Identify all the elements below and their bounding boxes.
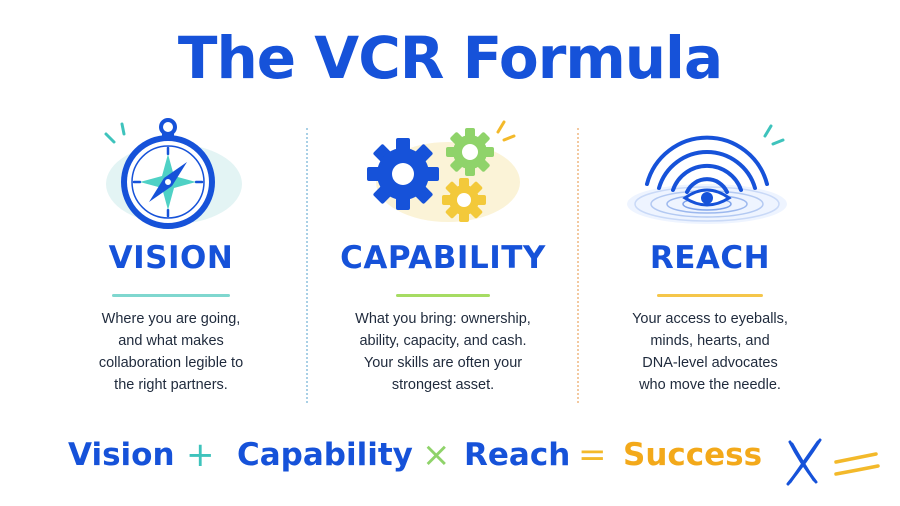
page-title: The VCR Formula: [177, 24, 723, 92]
times-equals-scribble-icon: [786, 438, 880, 486]
reach-line-3: DNA-level advocates: [642, 355, 778, 371]
signal-waves-icon: [585, 112, 835, 242]
capability-column: CAPABILITY What you bring: ownership, ab…: [318, 112, 568, 412]
reach-line-1: Your access to eyeballs,: [632, 311, 788, 327]
capability-line-1: What you bring: ownership,: [355, 311, 531, 327]
vision-underline: [112, 294, 230, 297]
reach-column: REACH Your access to eyeballs, minds, he…: [585, 112, 835, 412]
capability-heading: CAPABILITY: [340, 240, 546, 276]
formula-result-success: Success: [623, 437, 763, 473]
capability-description: What you bring: ownership, ability, capa…: [323, 308, 563, 396]
vision-description: Where you are going, and what makes coll…: [51, 308, 291, 396]
reach-heading: REACH: [649, 240, 771, 276]
reach-description: Your access to eyeballs, minds, hearts, …: [590, 308, 830, 396]
times-operator: ×: [422, 435, 451, 475]
vision-line-4: the right partners.: [114, 377, 228, 393]
capability-line-2: ability, capacity, and cash.: [359, 333, 527, 349]
capability-underline: [396, 294, 490, 297]
capability-line-3: Your skills are often your: [363, 355, 523, 371]
vision-line-3: collaboration legible to: [98, 355, 244, 371]
vision-line-2: and what makes: [118, 333, 224, 349]
formula-equation: Vision + Capability × Reach = Success: [0, 430, 900, 480]
formula-term-vision: Vision: [68, 437, 175, 473]
vision-column: VISION Where you are going, and what mak…: [46, 112, 296, 412]
divider-left: [306, 128, 308, 403]
formula-term-capability: Capability: [237, 437, 413, 473]
reach-line-4: who move the needle.: [639, 377, 781, 393]
reach-line-2: minds, hearts, and: [650, 333, 770, 349]
formula-term-reach: Reach: [464, 437, 571, 473]
equals-operator: =: [578, 435, 607, 475]
capability-line-4: strongest asset.: [391, 377, 495, 393]
divider-right: [577, 128, 579, 403]
plus-operator: +: [186, 435, 215, 475]
compass-icon: [46, 112, 296, 242]
vision-line-1: Where you are going,: [101, 311, 241, 327]
vision-heading: VISION: [108, 240, 234, 276]
gears-icon: [318, 112, 568, 242]
reach-underline: [657, 294, 763, 297]
